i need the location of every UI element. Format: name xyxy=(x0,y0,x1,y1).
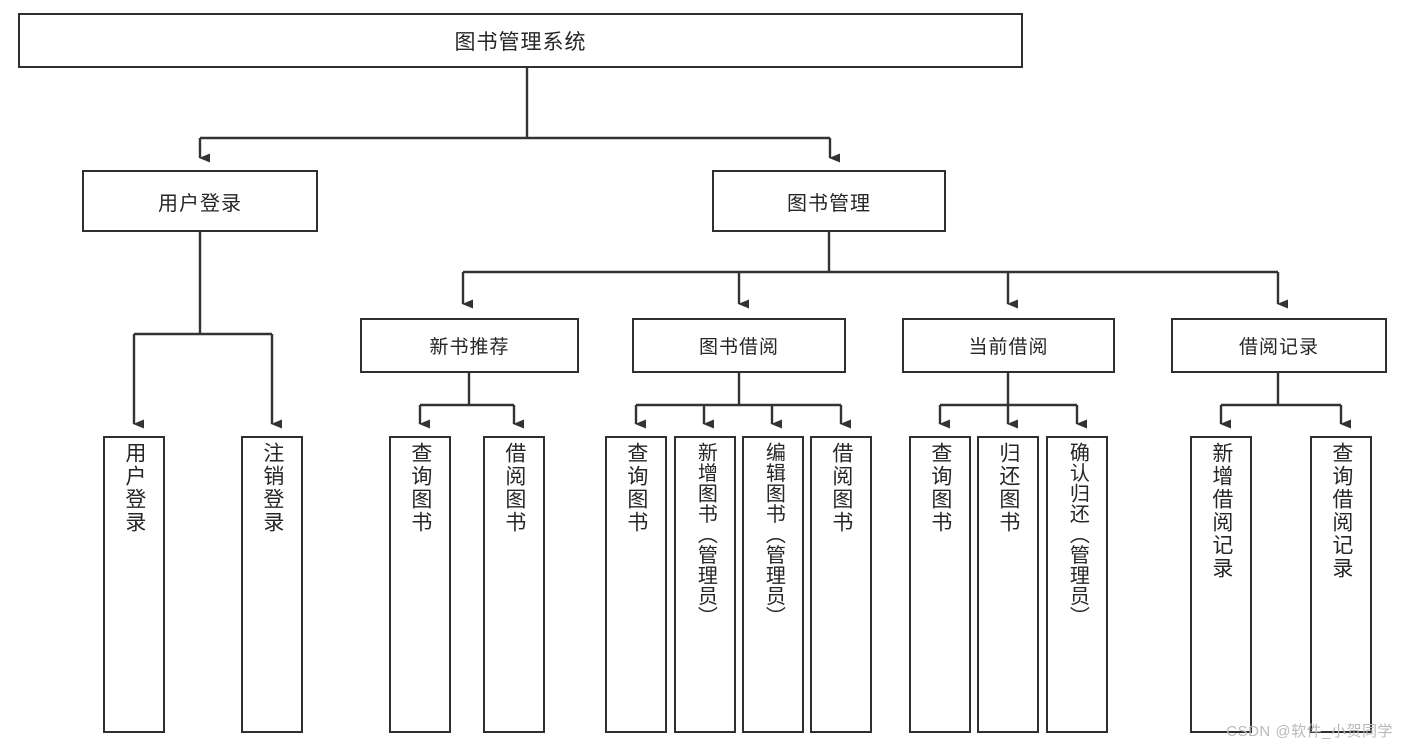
node-label: 借阅记录 xyxy=(1238,337,1319,358)
node-label: 当前借阅 xyxy=(968,337,1049,358)
node-label: 图书管理系统 xyxy=(454,30,587,54)
node-label: 借阅图书 xyxy=(829,442,853,534)
node-label: 查询图书 xyxy=(624,442,648,534)
node-label: 确认归还（管理员） xyxy=(1066,442,1089,627)
node-book-borrowing[interactable]: 图书借阅 xyxy=(632,318,846,373)
node-label: 查询图书 xyxy=(928,442,952,534)
node-label: 用户登录 xyxy=(122,442,146,534)
node-label: 归还图书 xyxy=(996,442,1020,534)
node-label: 用户登录 xyxy=(158,192,242,215)
node-new-book-recommendation[interactable]: 新书推荐 xyxy=(360,318,579,373)
leaf-confirm-return-admin[interactable]: 确认归还（管理员） xyxy=(1046,436,1108,733)
node-user-login[interactable]: 用户登录 xyxy=(82,170,318,232)
leaf-add-borrow-record[interactable]: 新增借阅记录 xyxy=(1190,436,1252,733)
leaf-query-books-borrowing[interactable]: 查询图书 xyxy=(605,436,667,733)
node-label: 新增借阅记录 xyxy=(1209,442,1233,580)
node-label: 查询借阅记录 xyxy=(1329,442,1353,580)
leaf-query-books-current[interactable]: 查询图书 xyxy=(909,436,971,733)
leaf-edit-book-admin[interactable]: 编辑图书（管理员） xyxy=(742,436,804,733)
leaf-return-books[interactable]: 归还图书 xyxy=(977,436,1039,733)
node-label: 新书推荐 xyxy=(429,337,510,358)
leaf-query-borrow-record[interactable]: 查询借阅记录 xyxy=(1310,436,1372,733)
node-label: 图书管理 xyxy=(787,192,871,215)
node-label: 查询图书 xyxy=(408,442,432,534)
leaf-borrow-books-recommend[interactable]: 借阅图书 xyxy=(483,436,545,733)
leaf-query-books-recommend[interactable]: 查询图书 xyxy=(389,436,451,733)
leaf-user-login[interactable]: 用户登录 xyxy=(103,436,165,733)
node-label: 图书借阅 xyxy=(698,337,779,358)
node-borrow-records[interactable]: 借阅记录 xyxy=(1171,318,1387,373)
node-label: 编辑图书（管理员） xyxy=(762,442,785,627)
node-root-system[interactable]: 图书管理系统 xyxy=(18,13,1023,68)
node-current-borrowing[interactable]: 当前借阅 xyxy=(902,318,1115,373)
leaf-add-book-admin[interactable]: 新增图书（管理员） xyxy=(674,436,736,733)
node-label: 注销登录 xyxy=(260,442,284,534)
watermark: CSDN @软件_小贺同学 xyxy=(1226,723,1393,740)
leaf-logout[interactable]: 注销登录 xyxy=(241,436,303,733)
node-label: 新增图书（管理员） xyxy=(694,442,717,627)
node-label: 借阅图书 xyxy=(502,442,526,534)
node-book-management[interactable]: 图书管理 xyxy=(712,170,946,232)
leaf-borrow-books[interactable]: 借阅图书 xyxy=(810,436,872,733)
